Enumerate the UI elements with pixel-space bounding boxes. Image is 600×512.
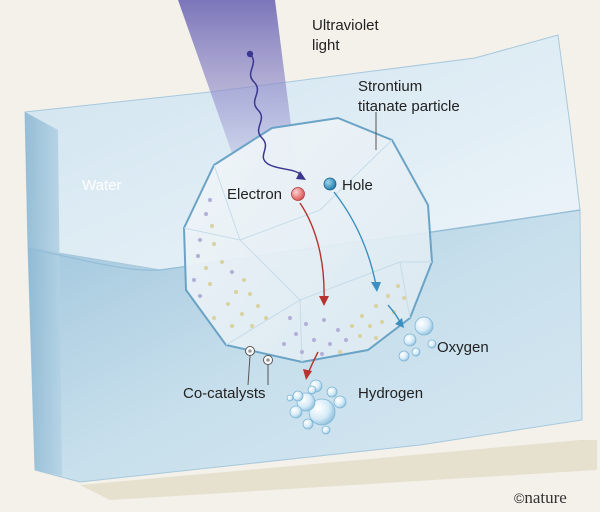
bubble-icon — [333, 395, 347, 409]
oxygen-arrowhead — [395, 318, 404, 328]
electron-dot — [319, 351, 325, 357]
co-catalyst-leader — [247, 355, 251, 386]
wavy-arrow-head — [296, 171, 306, 180]
hole-dot — [337, 349, 343, 355]
electron-dot — [191, 277, 197, 283]
hydrogen-label: Hydrogen — [358, 385, 423, 402]
gas-bubbles — [286, 316, 437, 435]
co-catalyst-icon — [245, 346, 255, 356]
copyright-symbol: © — [514, 490, 525, 506]
electron-path-arrow — [299, 202, 325, 301]
bubble-icon — [321, 425, 331, 435]
hole-dot — [385, 293, 391, 299]
hole-icon — [323, 177, 337, 191]
hole-dot — [349, 323, 355, 329]
co-catalyst-icon — [263, 355, 273, 365]
floor-shadow — [80, 440, 597, 500]
electron-dot — [311, 337, 317, 343]
electron-dot — [207, 197, 213, 203]
electron-dot — [203, 211, 209, 217]
bubble-icon — [403, 333, 417, 347]
bubble-icon — [427, 339, 437, 349]
hole-dot — [373, 303, 379, 309]
electron-path-arrowhead — [319, 296, 329, 306]
ultraviolet-light-label: Ultraviolet — [312, 17, 380, 34]
bubble-icon — [286, 394, 294, 402]
bubble-icon — [414, 316, 434, 336]
hole-dot — [379, 319, 385, 325]
nature-credit: ©nature — [514, 488, 567, 507]
ultraviolet-light-label-2: light — [312, 37, 340, 54]
hydrogen-arrowhead — [303, 369, 312, 380]
hole-dot — [255, 303, 261, 309]
water-left-face — [25, 112, 62, 476]
electron-dot — [281, 341, 287, 347]
electron-label: Electron — [227, 186, 282, 203]
particle-facets — [183, 139, 432, 363]
particle-label-2: titanate particle — [358, 98, 460, 115]
hole-dot — [359, 313, 365, 319]
water-label: Water — [82, 177, 121, 194]
electron-dot — [335, 327, 341, 333]
bubble-icon — [292, 390, 304, 402]
electron-dot — [303, 321, 309, 327]
electron-icon — [291, 187, 305, 201]
hole-dot — [207, 281, 213, 287]
electron-dot — [293, 331, 299, 337]
particle-label: Strontium — [358, 78, 422, 95]
bubble-icon — [411, 347, 421, 357]
oxygen-label: Oxygen — [437, 339, 489, 356]
wavy-arrow-icon — [249, 53, 301, 175]
co-catalysts-label: Co-catalysts — [183, 385, 266, 402]
hole-dot — [395, 283, 401, 289]
bubble-icon — [308, 398, 336, 426]
hole-dot — [247, 291, 253, 297]
electron-dot — [197, 237, 203, 243]
nature-wordmark: nature — [524, 488, 566, 507]
hole-dot — [211, 315, 217, 321]
electron-dot — [195, 253, 201, 259]
hole-dot — [229, 323, 235, 329]
charge-carrier-dots — [191, 197, 407, 357]
bubble-icon — [302, 418, 314, 430]
bubble-icon — [398, 350, 410, 362]
hole-dot — [401, 295, 407, 301]
hole-dot — [209, 223, 215, 229]
hole-dot — [357, 333, 363, 339]
electron-dot — [321, 317, 327, 323]
electron-dot — [229, 269, 235, 275]
bubble-icon — [326, 386, 338, 398]
electron-dot — [299, 349, 305, 355]
hole-dot — [239, 311, 245, 317]
hole-dot — [249, 323, 255, 329]
hole-path-arrow — [333, 191, 377, 286]
electron-dot — [327, 341, 333, 347]
electron-dot — [343, 337, 349, 343]
electron-dot — [197, 293, 203, 299]
hole-path-arrowhead — [371, 282, 381, 292]
bubble-icon — [307, 385, 317, 395]
hole-dot — [203, 265, 209, 271]
hole-dot — [225, 301, 231, 307]
bubble-icon — [289, 405, 303, 419]
hole-dot — [219, 259, 225, 265]
hole-dot — [233, 289, 239, 295]
hole-dot — [373, 335, 379, 341]
hole-dot — [367, 323, 373, 329]
hole-dot — [211, 241, 217, 247]
hole-label: Hole — [342, 177, 373, 194]
electron-dot — [287, 315, 293, 321]
hole-dot — [241, 277, 247, 283]
hole-dot — [263, 315, 269, 321]
